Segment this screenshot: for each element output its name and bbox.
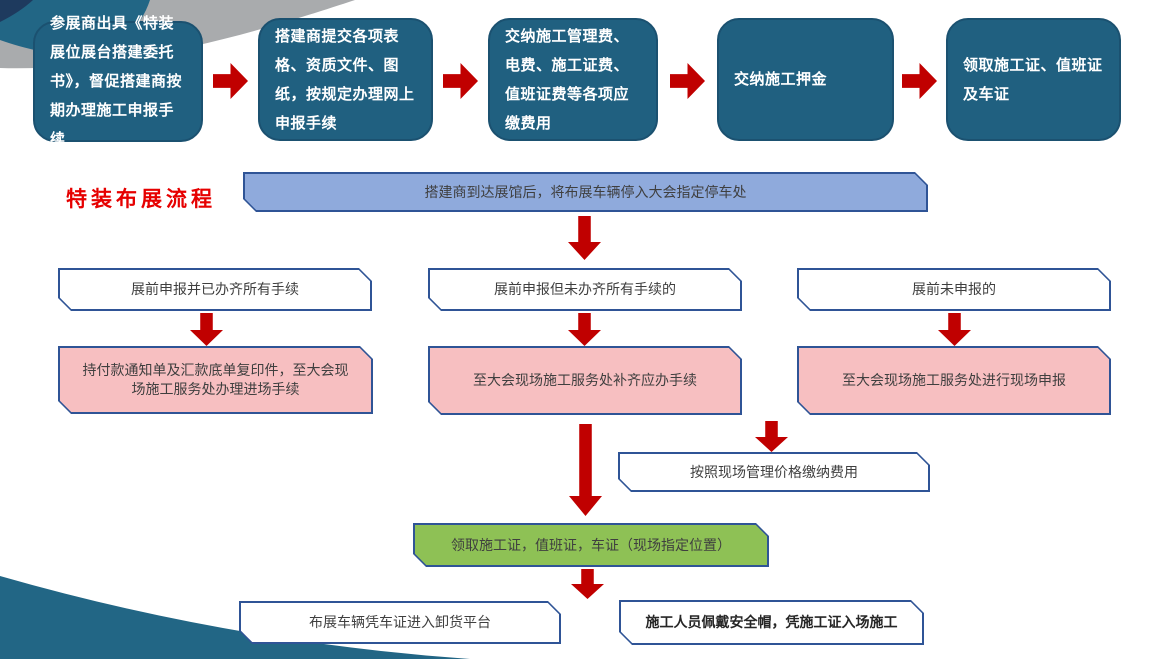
onsite-payment-label: 按照现场管理价格缴纳费用 — [690, 463, 858, 480]
arrival-bar-label: 搭建商到达展馆后，将布展车辆停入大会指定停车处 — [424, 183, 747, 200]
step-box-5-label: 领取施工证、值班证及车证 — [963, 56, 1103, 103]
bottom-right-label: 施工人员佩戴安全帽，凭施工证入场施工 — [645, 614, 898, 630]
condition-right-label: 展前未申报的 — [912, 281, 996, 297]
condition-left-label: 展前申报并已办齐所有手续 — [131, 281, 299, 297]
condition-box-right: 展前未申报的 — [797, 268, 1111, 311]
step-box-2: 搭建商提交各项表格、资质文件、图纸，按规定办理网上申报手续 — [258, 18, 433, 141]
step-box-2-label: 搭建商提交各项表格、资质文件、图纸，按规定办理网上申报手续 — [275, 27, 415, 132]
bottom-left-label: 布展车辆凭车证进入卸货平台 — [309, 614, 491, 630]
corner-swoosh-teal-bottom-left — [0, 576, 470, 659]
step-box-4: 交纳施工押金 — [717, 18, 894, 141]
section-title: 特装布展流程 — [66, 188, 216, 211]
condition-middle-label: 展前申报但未办齐所有手续的 — [494, 281, 676, 297]
bottom-box-left: 布展车辆凭车证进入卸货平台 — [239, 601, 561, 644]
arrival-bar: 搭建商到达展馆后，将布展车辆停入大会指定停车处 — [243, 172, 928, 212]
step-box-3-label: 交纳施工管理费、电费、施工证费、值班证费等各项应缴费用 — [505, 27, 630, 132]
step-box-5: 领取施工证、值班证及车证 — [946, 18, 1121, 141]
condition-box-left: 展前申报并已办齐所有手续 — [58, 268, 372, 311]
corner-swoosh-navy-top-left — [0, 0, 33, 22]
action-box-left: 持付款通知单及汇款底单复印件，至大会现场施工服务处办理进场手续 — [58, 346, 373, 414]
bottom-box-right: 施工人员佩戴安全帽，凭施工证入场施工 — [619, 600, 924, 645]
action-box-middle: 至大会现场施工服务处补齐应办手续 — [428, 346, 742, 415]
condition-box-middle: 展前申报但未办齐所有手续的 — [428, 268, 742, 311]
step-box-4-label: 交纳施工押金 — [734, 71, 828, 88]
pass-pickup-box: 领取施工证，值班证，车证（现场指定位置） — [413, 523, 769, 567]
action-box-right: 至大会现场施工服务处进行现场申报 — [797, 346, 1111, 415]
step-box-1-label: 参展商出具《特装展位展台搭建委托书》，督促搭建商按期办理施工申报手续 — [50, 15, 183, 148]
pass-pickup-label: 领取施工证，值班证，车证（现场指定位置） — [451, 536, 731, 553]
onsite-payment-box: 按照现场管理价格缴纳费用 — [618, 452, 930, 492]
step-box-3: 交纳施工管理费、电费、施工证费、值班证费等各项应缴费用 — [488, 18, 658, 141]
step-box-1: 参展商出具《特装展位展台搭建委托书》，督促搭建商按期办理施工申报手续 — [33, 15, 203, 148]
action-left-label: 持付款通知单及汇款底单复印件，至大会现场施工服务处办理进场手续 — [82, 362, 349, 397]
action-middle-label: 至大会现场施工服务处补齐应办手续 — [473, 372, 697, 388]
action-right-label: 至大会现场施工服务处进行现场申报 — [842, 372, 1066, 388]
